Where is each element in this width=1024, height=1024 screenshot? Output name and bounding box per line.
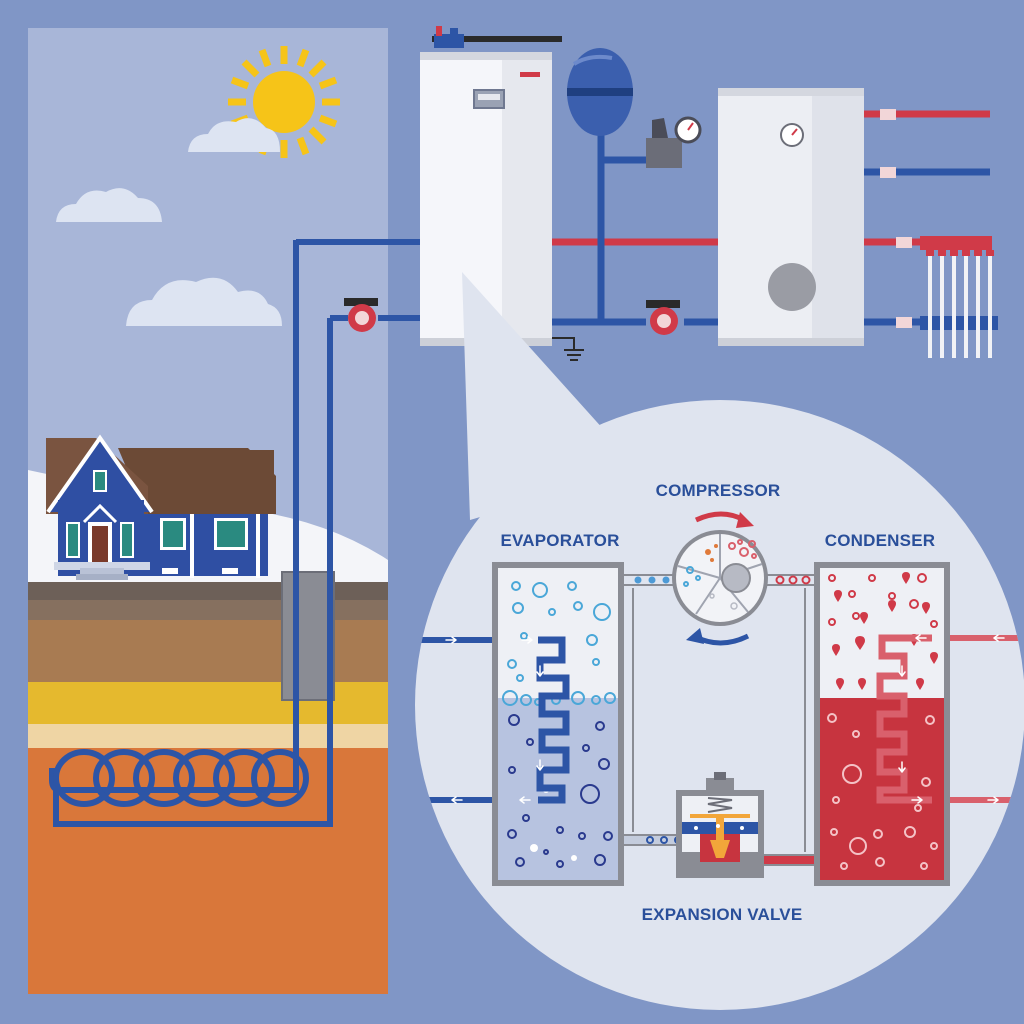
ground-loop-supply-pipes [296,239,422,321]
hot-water-tank [718,88,864,346]
well-casing [282,572,334,700]
hydronic-pipes [552,110,990,326]
rotation-arrow-icon [694,511,754,528]
cloud-icon [126,277,282,326]
evaporator-coil [536,636,570,804]
soil-layer-orange [28,748,388,994]
evaporator-tank [492,562,624,886]
circulation-pump-icon [646,300,680,335]
inspection-port [768,263,816,311]
condenser-label: CONDENSER [825,531,935,550]
heat-pump-unit [420,26,562,346]
expansion-valve-label: EXPANSION VALVE [642,905,803,924]
compressor [672,530,768,626]
safety-valve-group [646,116,702,168]
evaporator-label: EVAPORATOR [500,531,619,550]
flow-arrows [445,634,1005,804]
ground-loop-coils [49,240,333,827]
expansion-tank [567,48,633,136]
ground-symbol-icon [552,337,584,361]
cloud-icon [188,118,280,152]
house [46,434,276,580]
rotation-arrow-icon [686,628,750,646]
floor-heating-manifold [920,236,998,358]
cloud-icon [56,188,162,222]
pipe-valves [880,109,912,328]
refrigeration-cycle: COMPRESSOR EVAPORATOR CONDENSER EXPANSIO… [420,481,1024,924]
landscape-panel [28,28,388,994]
compressor-label: COMPRESSOR [656,481,781,500]
soil-layer-sand [28,724,388,748]
circulation-pump-icon [344,298,378,332]
expansion-valve [676,772,764,878]
condenser-coil [876,634,932,804]
condenser-tank [814,562,950,886]
